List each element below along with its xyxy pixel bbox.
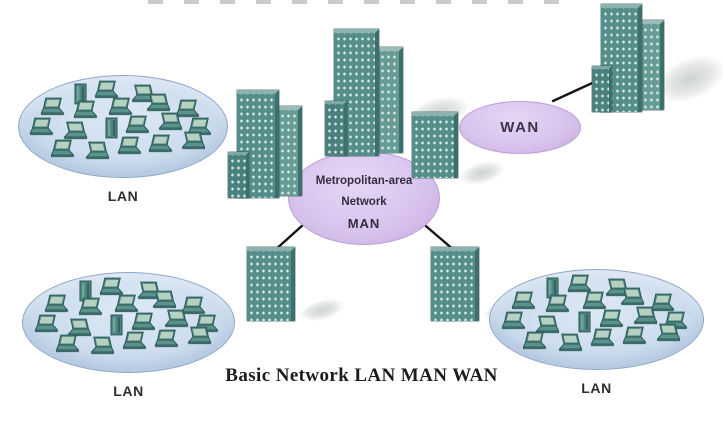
laptop-icon — [182, 131, 206, 149]
building-icon — [247, 247, 295, 321]
lan-ellipse — [22, 272, 235, 373]
building-annex — [592, 65, 613, 112]
building-icon — [228, 88, 302, 198]
building-annex — [228, 151, 249, 198]
laptop-icon — [44, 294, 69, 313]
lan-label: LAN — [113, 383, 144, 399]
building-main-tower — [431, 247, 479, 321]
laptop-icon — [546, 294, 570, 313]
building-main-tower — [412, 112, 458, 178]
laptop-icon — [78, 297, 102, 316]
laptop-icon — [148, 134, 172, 153]
wan-label: WAN — [500, 119, 540, 136]
laptop-icon — [154, 329, 178, 348]
connection-line-man-to-building-man-right — [418, 219, 457, 253]
laptop-icon — [622, 326, 647, 345]
laptop-icon — [40, 97, 64, 116]
building-icon — [592, 2, 664, 112]
lan-ellipse — [18, 75, 228, 178]
wan-ellipse: WAN — [459, 101, 581, 154]
building-icon — [412, 112, 458, 178]
cropped-text-remnant — [148, 0, 568, 4]
laptop-icon — [50, 139, 75, 158]
laptop-icon — [501, 311, 525, 330]
laptop-icon — [146, 93, 171, 112]
laptop-icon — [512, 291, 536, 310]
man-label-line2: Network — [341, 195, 387, 208]
building-main-tower — [247, 247, 295, 321]
laptop-icon — [117, 136, 141, 155]
man-label-line3: MAN — [347, 215, 381, 231]
laptop-icon — [34, 314, 58, 333]
laptop-icon — [73, 100, 98, 119]
lan-ellipse — [489, 269, 704, 370]
laptop-icon — [188, 327, 212, 345]
connection-line-man-to-building-man-left — [272, 222, 306, 253]
diagram-caption: Basic Network LAN MAN WAN — [225, 365, 498, 386]
laptop-icon — [122, 331, 147, 350]
lan-label: LAN — [581, 380, 612, 396]
laptop-icon — [91, 336, 115, 355]
lan-group-bottom-left: LAN — [22, 272, 235, 399]
building-icon — [325, 26, 403, 156]
laptop-icon — [522, 331, 546, 350]
laptop-icon — [86, 141, 110, 160]
man-label-line1: Metropolitan-area — [315, 174, 413, 187]
lan-group-bottom-right: LAN — [489, 269, 704, 396]
laptop-icon — [55, 334, 79, 353]
building-annex — [325, 101, 347, 156]
lan-group-top-left: LAN — [18, 75, 228, 204]
building-icon — [431, 247, 479, 321]
lan-label: LAN — [107, 188, 139, 204]
laptop-icon — [30, 117, 54, 136]
laptop-icon — [656, 324, 681, 342]
laptop-icon — [590, 328, 615, 347]
laptop-icon — [559, 333, 583, 352]
